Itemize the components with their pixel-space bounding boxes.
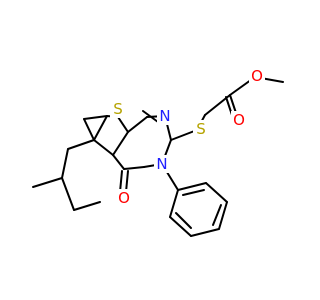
bond (229, 94, 237, 114)
bond (170, 129, 198, 141)
bond (93, 139, 114, 156)
bond (119, 170, 123, 193)
bond (125, 170, 129, 193)
bond (83, 115, 108, 120)
bond (117, 116, 129, 133)
bond (190, 228, 220, 237)
bond (112, 154, 125, 170)
oxygen-ester-double-atom: O (231, 111, 247, 129)
sulfur-ring-atom: S (110, 100, 126, 118)
bond (61, 177, 75, 211)
svg-text:O: O (251, 67, 263, 85)
sulfur-linker-atom: S (193, 120, 209, 138)
bond (175, 212, 192, 229)
bond (169, 216, 192, 237)
bond (67, 139, 95, 150)
svg-text:N: N (156, 155, 167, 173)
oxygen-ester-atom: O (249, 67, 265, 85)
oxygen-carbonyl-atom: O (116, 189, 132, 207)
bond (93, 115, 108, 141)
bond (127, 116, 148, 133)
bond (169, 189, 179, 218)
atom-label-layer: S N N S O O O (110, 67, 265, 207)
svg-text:O: O (118, 189, 130, 207)
bond (61, 148, 69, 179)
bond (177, 182, 207, 191)
nitrogen-n3-atom: N (154, 155, 170, 173)
bond (123, 166, 145, 170)
nitrogen-top-atom: N (157, 107, 173, 125)
bond (112, 131, 129, 156)
bond (32, 177, 63, 188)
svg-text:N: N (159, 107, 170, 125)
bond (212, 204, 222, 226)
bond (205, 182, 228, 203)
svg-text:O: O (233, 111, 245, 129)
molecule-structure-diagram: S N N S O O O (32, 67, 284, 237)
bond (218, 201, 228, 230)
bond (182, 189, 205, 196)
svg-text:S: S (113, 100, 123, 118)
bond (73, 201, 101, 211)
bond (83, 118, 95, 141)
svg-text:S: S (196, 120, 206, 138)
